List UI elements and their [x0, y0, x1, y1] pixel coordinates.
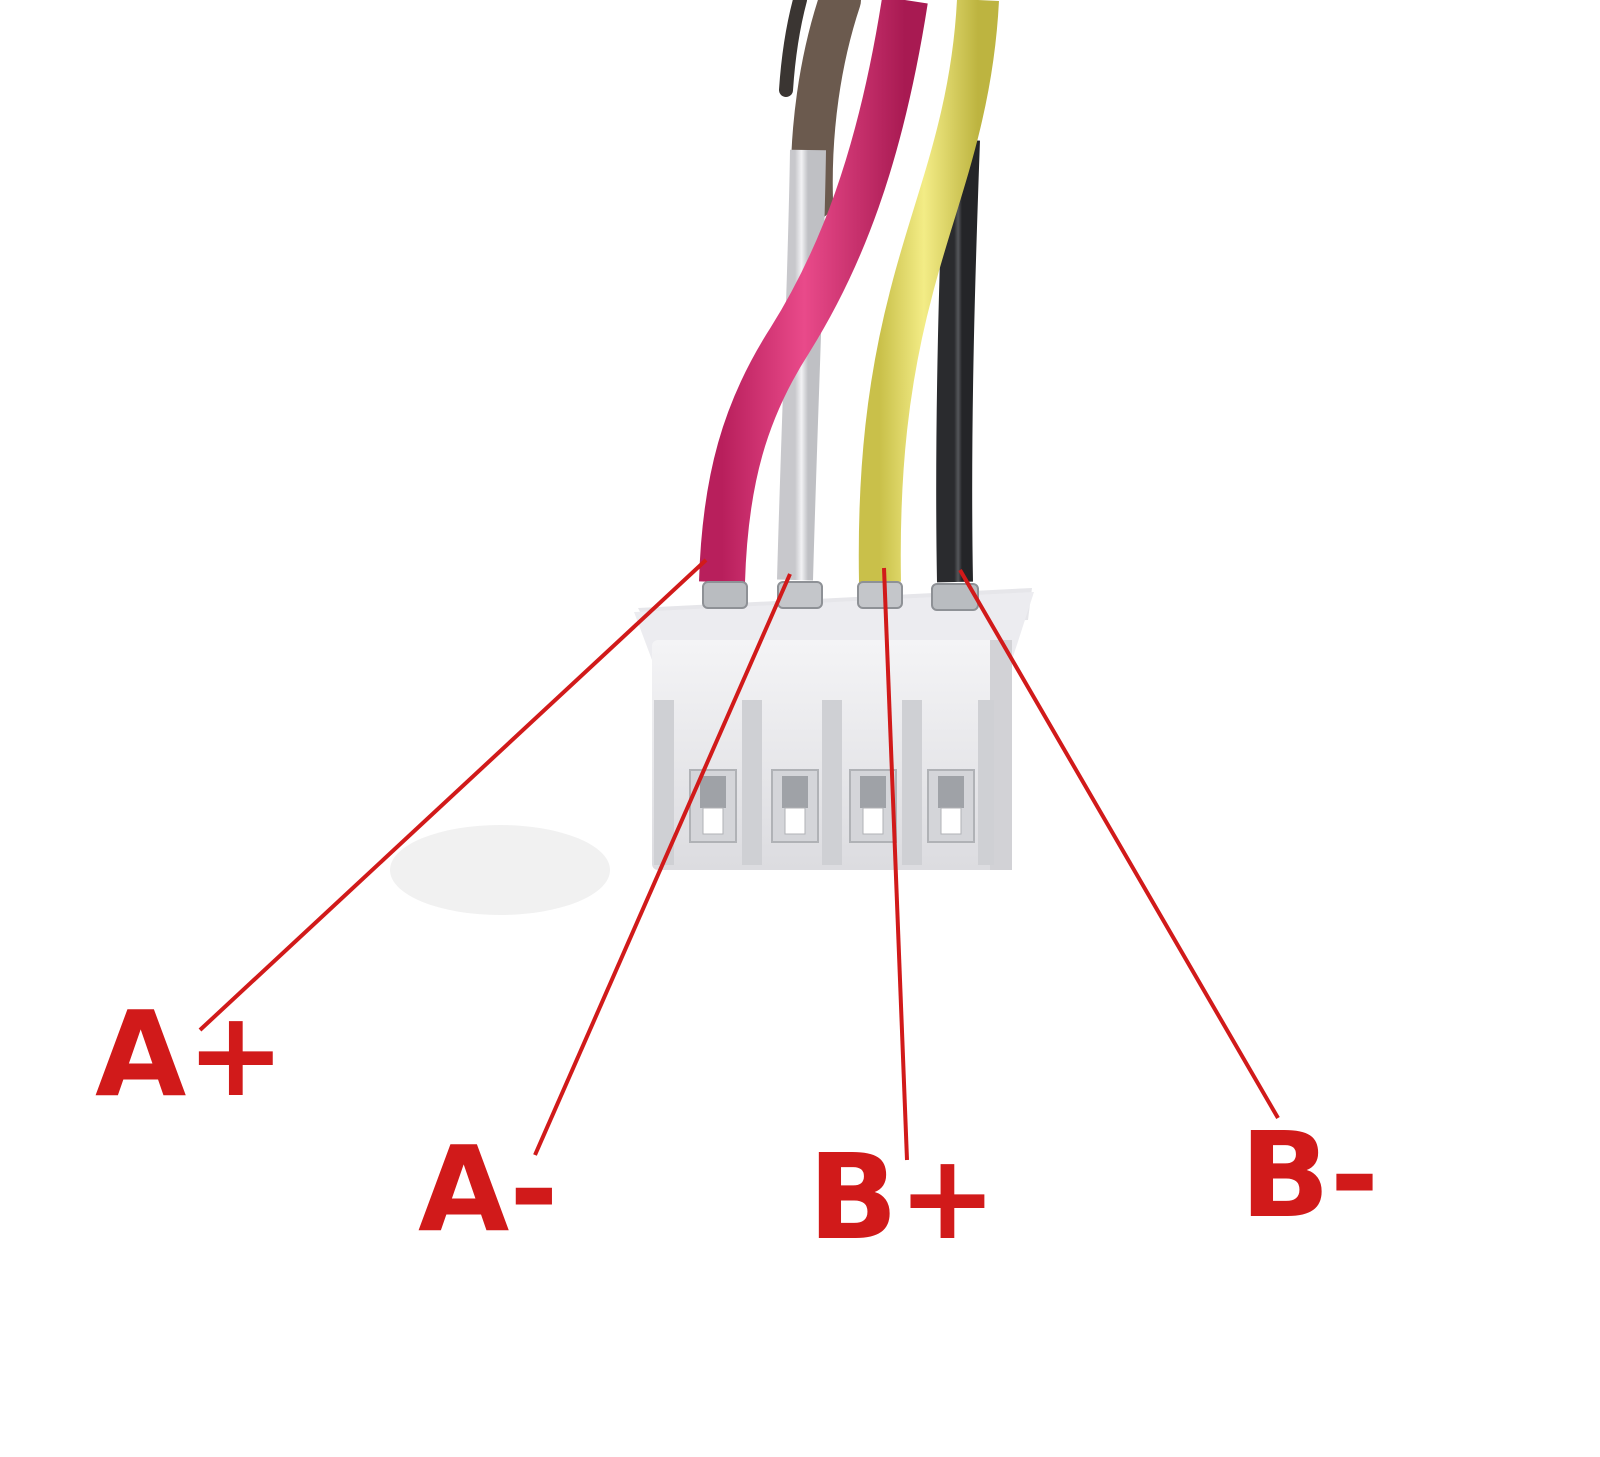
leader-line-b-plus: [882, 567, 909, 1161]
leader-line-a-minus: [533, 573, 792, 1156]
contact-a-plus: [702, 581, 748, 609]
leader-line-b-minus: [958, 568, 1280, 1120]
label-a-plus: A+: [95, 985, 285, 1123]
label-b-minus: B-: [1240, 1106, 1379, 1244]
contact-a-minus: [777, 581, 823, 609]
background-smudge: [390, 825, 610, 915]
contact-b-plus: [857, 581, 903, 609]
label-b-plus: B+: [808, 1128, 997, 1266]
pink-wire: [699, 0, 928, 583]
yellow-wire: [858, 0, 999, 583]
jst-connector: [634, 581, 1034, 870]
contact-b-minus: [931, 583, 979, 611]
leader-line-a-plus: [198, 558, 708, 1032]
dark-wire-top: [779, 0, 807, 97]
label-a-minus: A-: [418, 1120, 558, 1258]
